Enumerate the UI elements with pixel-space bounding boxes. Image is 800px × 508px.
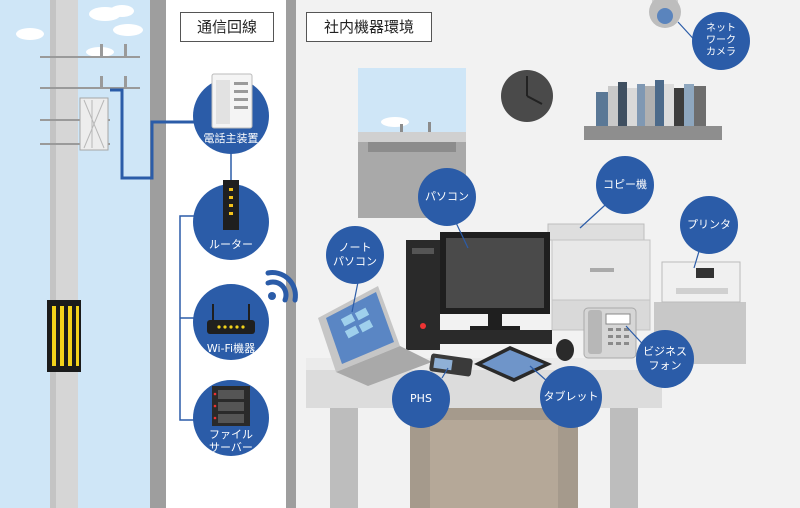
wifi-access-point-icon <box>207 304 255 334</box>
wall-clock-icon <box>501 70 553 122</box>
pc-bubble: パソコン <box>418 168 476 226</box>
tablet-bubble: タブレット <box>540 366 602 428</box>
pc-monitor <box>440 232 552 344</box>
wall-column-right <box>286 0 296 508</box>
pc-tower <box>406 240 440 350</box>
phs-bubble: PHS <box>392 370 450 428</box>
wifi-signal-icon <box>265 270 298 303</box>
mouse-device <box>556 339 574 361</box>
file-server-label: ファイル サーバー <box>209 428 253 454</box>
pbx-label: 電話主装置 <box>203 132 259 145</box>
network-camera-device <box>649 0 681 28</box>
wifi-label: Wi-Fi機器 <box>206 342 256 355</box>
copier-bubble: コピー機 <box>596 156 654 214</box>
wall-column-left <box>150 0 166 508</box>
file-server-icon <box>212 386 250 426</box>
communication-line-title: 通信回線 <box>180 12 274 42</box>
printer-bubble: プリンタ <box>680 196 738 254</box>
bookshelf-icon <box>584 80 722 140</box>
laptop-device <box>318 286 432 386</box>
office-environment-title: 社内機器環境 <box>306 12 432 42</box>
router-icon <box>223 180 239 230</box>
pbx-unit-icon <box>211 73 253 129</box>
network-camera-bubble: ネット ワーク カメラ <box>692 12 750 70</box>
business-phone-device <box>583 307 637 359</box>
tablet-device <box>474 346 552 382</box>
incoming-cable <box>110 88 196 180</box>
phs-device <box>429 353 473 377</box>
router-label: ルーター <box>209 238 253 251</box>
business-phone-bubble: ビジネス フォン <box>636 330 694 388</box>
laptop-bubble: ノート パソコン <box>326 226 384 284</box>
